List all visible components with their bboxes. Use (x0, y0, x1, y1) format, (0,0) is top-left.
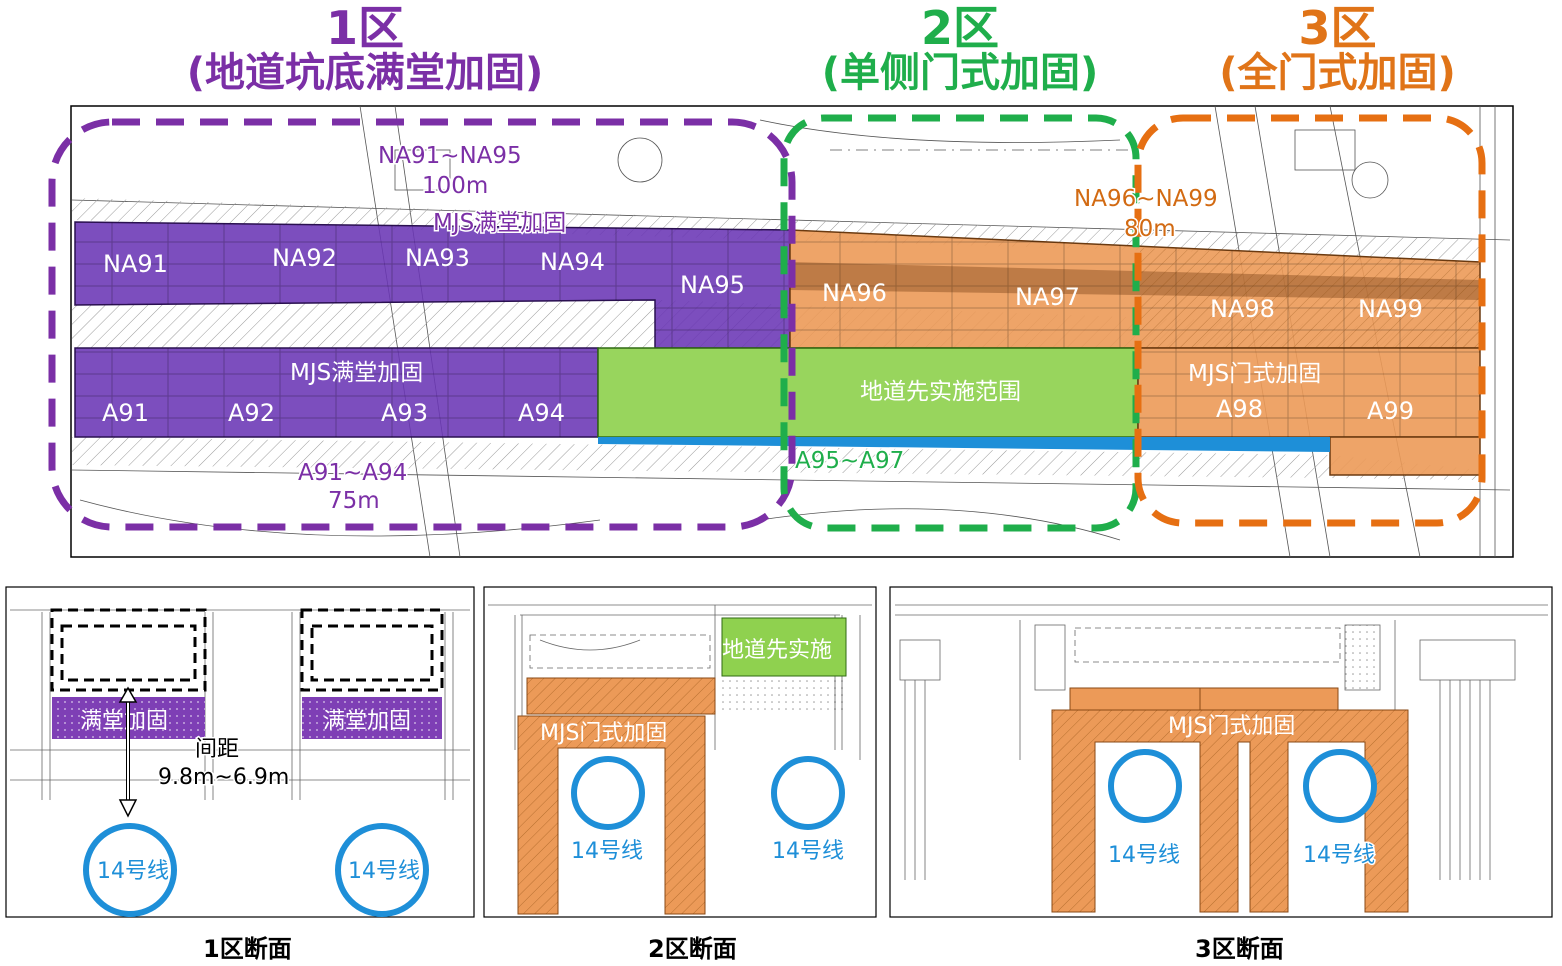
s3-line14-left: 14号线 (1108, 843, 1180, 868)
label-na91: NA91 (103, 250, 168, 278)
zone-3-outline (1134, 114, 1486, 527)
zone-1-name: (地道坑底满堂加固) (186, 50, 544, 97)
length-na96-99: 80m (1124, 216, 1176, 242)
s2-line14-left-circle (571, 756, 645, 830)
label-a91: A91 (102, 399, 149, 427)
label-a93: A93 (381, 399, 428, 427)
label-na93: NA93 (405, 244, 470, 272)
a-zone3-grid (1138, 348, 1480, 437)
label-na94: NA94 (540, 248, 605, 276)
s1-label-full-left: 满堂加固 (80, 709, 168, 734)
length-a91-94: 75m (328, 488, 380, 514)
label-na99: NA99 (1358, 295, 1423, 323)
s1-caption: 1区断面 (203, 935, 292, 963)
na-zone3-shade (1140, 248, 1480, 348)
mjs-gate-plan: MJS门式加固 (1188, 361, 1321, 387)
zone-2-name: (单侧门式加固) (821, 50, 1099, 97)
s3-caption: 3区断面 (1195, 935, 1284, 963)
s2-tunnel-first-label: 地道先实施 (722, 638, 832, 663)
label-a99: A99 (1367, 397, 1414, 425)
zone-2-number: 2区 (920, 1, 1000, 55)
label-na92: NA92 (272, 244, 337, 272)
zone-3-title: 3区 (全门式加固) (1205, 1, 1470, 97)
label-na98: NA98 (1210, 295, 1275, 323)
range-na91-95: NA91~NA95 (378, 143, 522, 169)
s3-line14-right-circle (1303, 749, 1377, 823)
s2-caption: 2区断面 (648, 935, 737, 963)
a-zone1-grid (75, 348, 598, 437)
mjs-full-bottom: MJS满堂加固 (290, 360, 423, 386)
s3-line14-left-circle (1108, 749, 1182, 823)
range-a95-97: A95~A97 (795, 448, 904, 474)
s2-line14-right-circle (771, 756, 845, 830)
s2-line14-right: 14号线 (772, 839, 844, 864)
label-a94: A94 (518, 399, 565, 427)
zone-1-outline (48, 118, 796, 531)
zone-1-title: 1区 (地道坑底满堂加固) (170, 1, 560, 97)
a-tunnel-first-fill (597, 347, 1139, 438)
s1-line14-right: 14号线 (348, 859, 420, 884)
s2-line14-left: 14号线 (571, 839, 643, 864)
s3-top-band (1069, 687, 1339, 711)
road-band-top (72, 198, 1480, 260)
zone-3-number: 3区 (1298, 1, 1378, 55)
tunnel-first-range: 地道先实施范围 (860, 379, 1021, 405)
length-na91-95: 100m (422, 173, 488, 199)
s1-label-full-right: 满堂加固 (323, 709, 411, 734)
s1-line14-right-circle (335, 823, 429, 917)
s2-tunnel-first-block (721, 617, 847, 677)
s1-spacing-label: 间距 (195, 737, 239, 762)
label-na96: NA96 (822, 279, 887, 307)
s1-line14-left: 14号线 (97, 859, 169, 884)
mjs-full-top: MJS满堂加固 (433, 210, 566, 236)
zone-1-number: 1区 (325, 1, 405, 55)
na-zone1-grid (75, 222, 790, 348)
zone-2-title: 2区 (单侧门式加固) (805, 1, 1115, 97)
zone-3-name: (全门式加固) (1218, 50, 1456, 97)
s1-line14-left-circle (83, 823, 177, 917)
road-band-bottom (72, 437, 1480, 480)
s3-line14-right: 14号线 (1303, 843, 1375, 868)
label-a92: A92 (228, 399, 275, 427)
label-a98: A98 (1216, 395, 1263, 423)
s2-mjs-gate-label: MJS门式加固 (540, 721, 667, 746)
label-na97: NA97 (1015, 283, 1080, 311)
s1-spacing-value: 9.8m~6.9m (158, 765, 289, 790)
s3-mjs-gate-label: MJS门式加固 (1168, 714, 1295, 739)
label-na95: NA95 (680, 271, 745, 299)
range-na96-99: NA96~NA99 (1074, 186, 1218, 212)
range-a91-94: A91~A94 (298, 460, 407, 486)
